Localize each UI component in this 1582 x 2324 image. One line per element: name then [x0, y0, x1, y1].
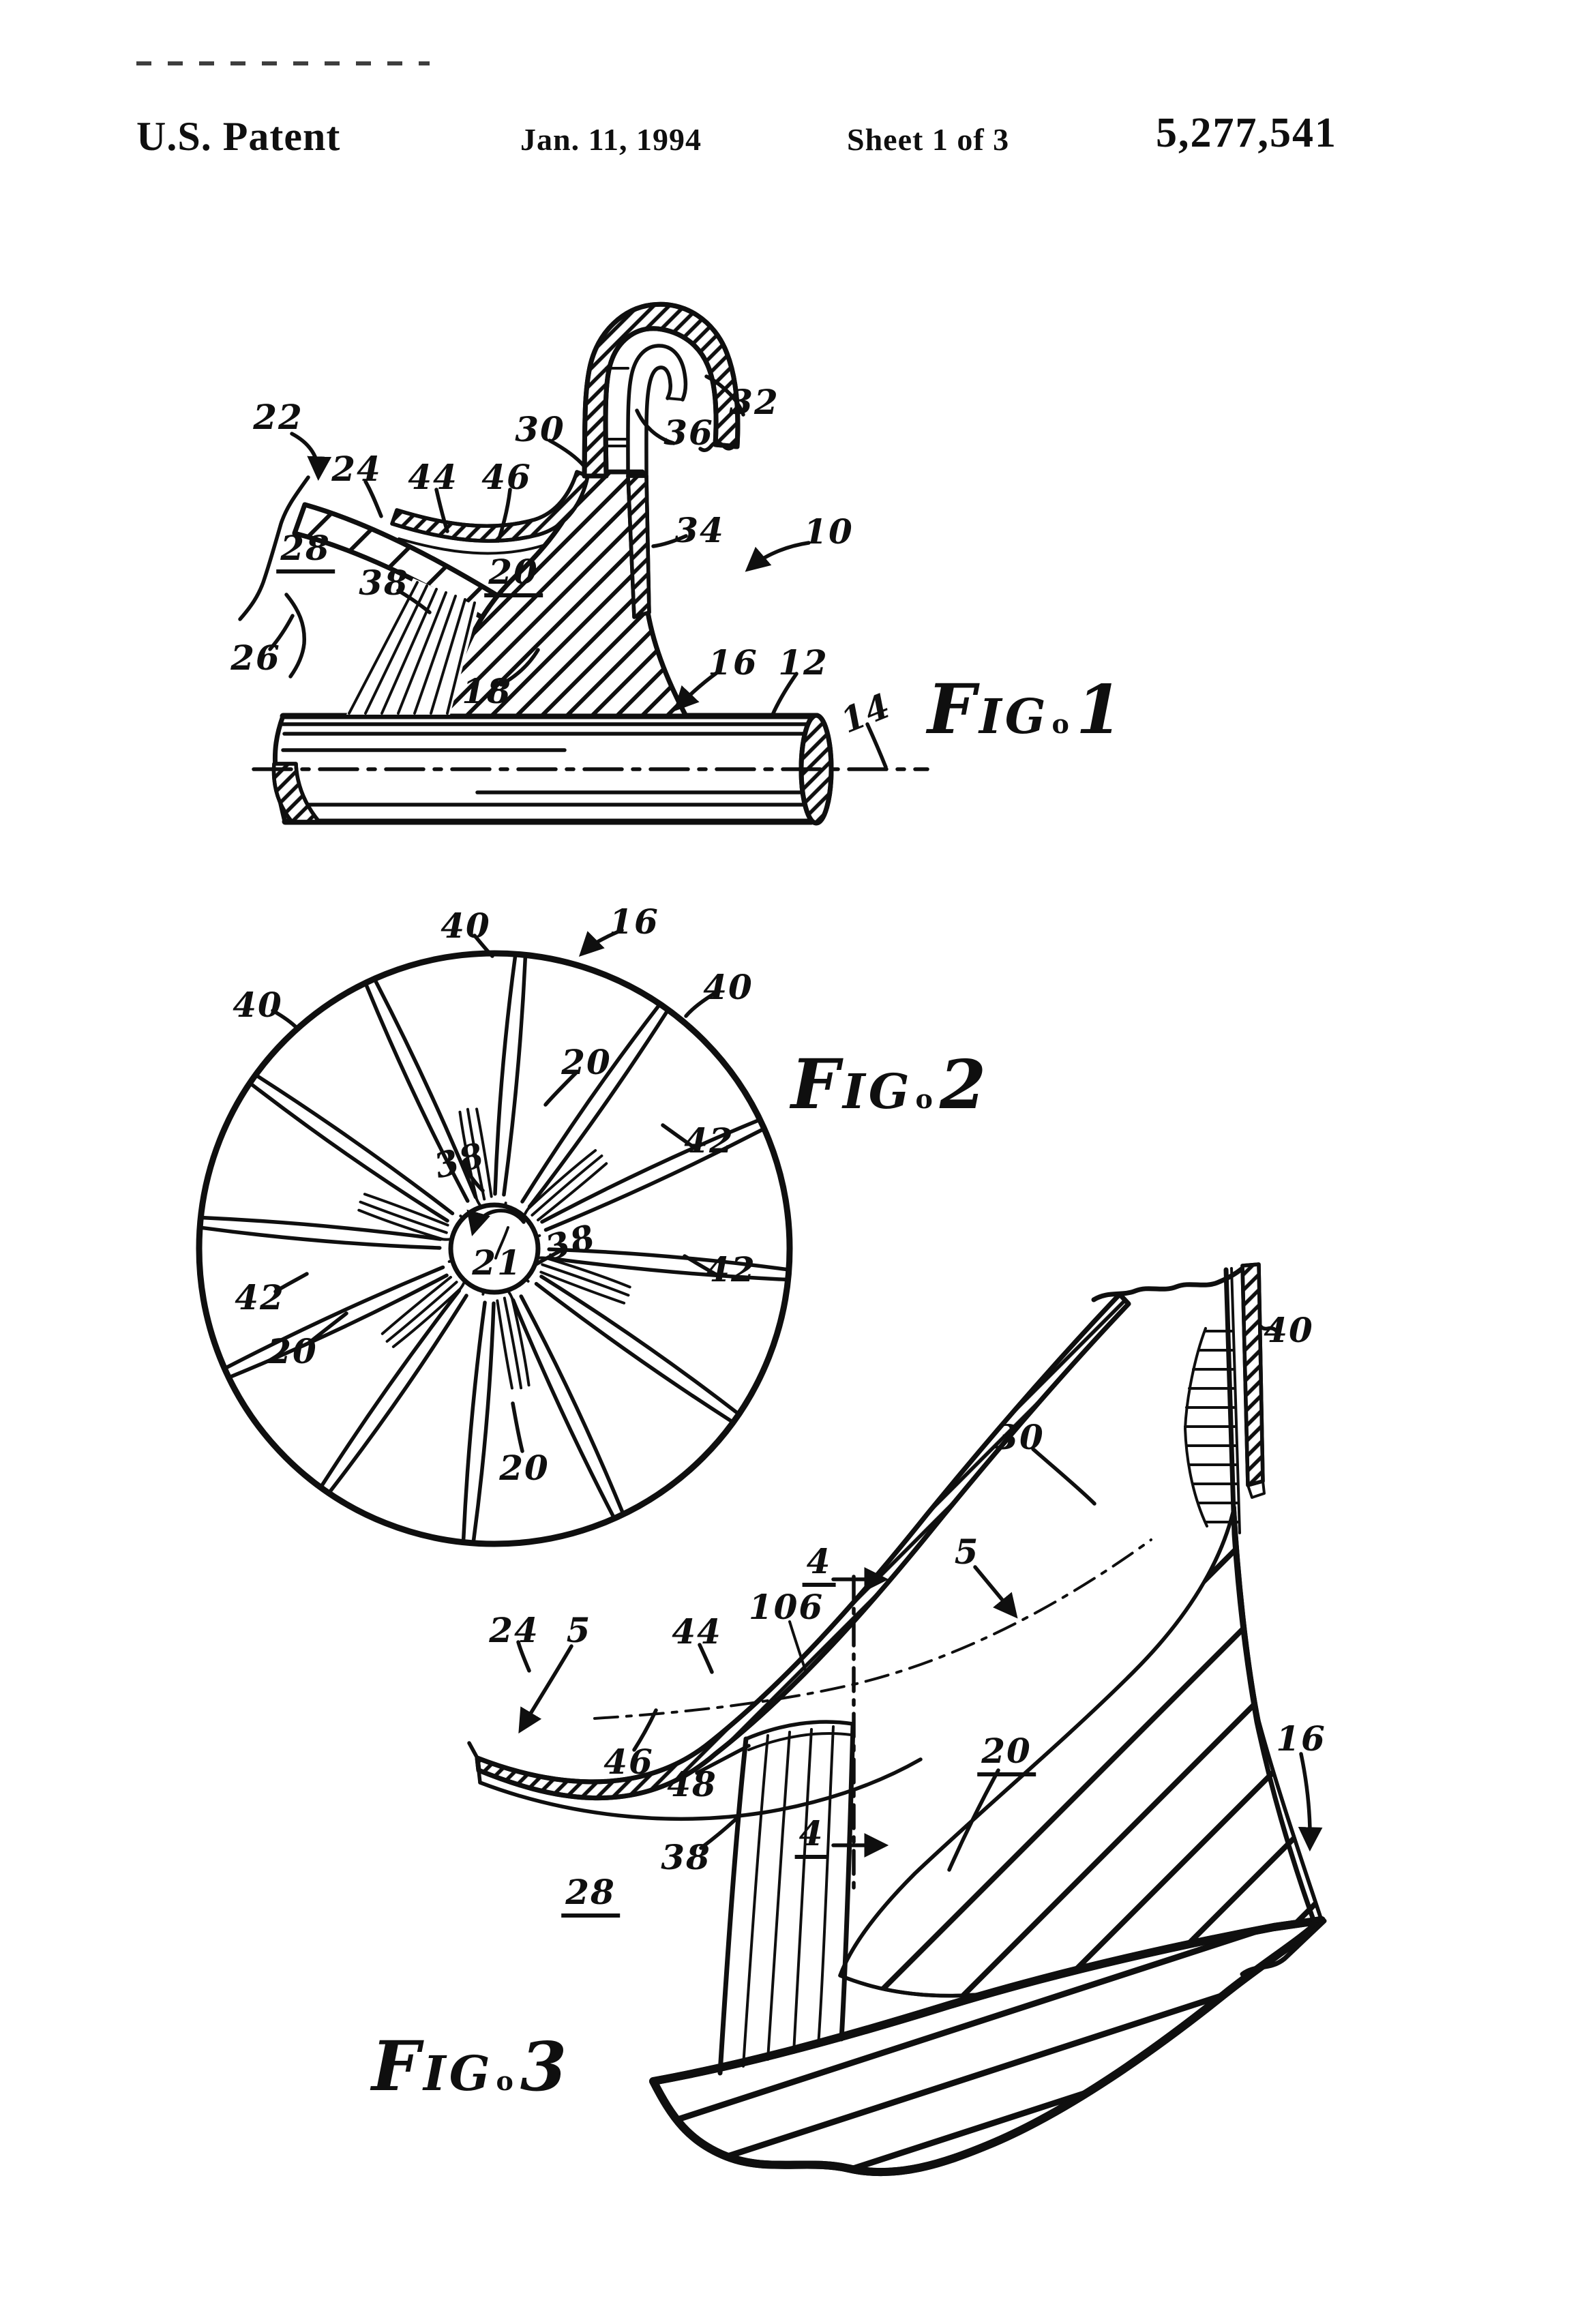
ref-label-20: 20	[977, 1734, 1036, 1776]
hook-tear-edge	[698, 440, 739, 452]
ref-label-20: 20	[561, 1042, 612, 1082]
ref-label-32: 32	[729, 382, 779, 422]
ref-label-44: 44	[672, 1611, 722, 1652]
ref-label-4: 4	[802, 1545, 836, 1587]
patent-header-number: 5,277,541	[1156, 110, 1337, 156]
ref-label-18: 18	[462, 671, 512, 711]
ref-label-5: 5	[566, 1610, 592, 1650]
ref-label-38: 38	[430, 1134, 490, 1187]
blade-detail	[717, 1720, 856, 2076]
ref-label-28: 28	[276, 531, 335, 573]
figure-3-caption-number: 3	[520, 2028, 571, 2106]
ref-label-34: 34	[674, 510, 725, 550]
ref-label-38: 38	[661, 1837, 711, 1877]
figure-2-caption-separator: o	[915, 1084, 933, 1114]
shroud-band	[467, 1292, 1131, 1821]
ref-label-40: 40	[233, 985, 283, 1025]
corner-tear	[1240, 1917, 1327, 1977]
rotation-arrow	[466, 1208, 526, 1260]
ref-label-42: 42	[684, 1120, 734, 1161]
ref-label-106: 106	[748, 1587, 824, 1627]
ref-label-40: 40	[703, 967, 753, 1007]
retainer-strip-34	[626, 474, 651, 619]
ref-label-40: 40	[441, 906, 491, 946]
ref-label-12: 12	[778, 642, 829, 683]
ref-label-20: 20	[267, 1331, 318, 1371]
figure-1-caption-prefix: Fig	[927, 669, 1049, 749]
section-arrow-5-left	[518, 1644, 573, 1734]
figure-3-leaders	[516, 1324, 1323, 1872]
patent-header-title: U.S. Patent	[136, 114, 341, 159]
ref-label-24: 24	[331, 449, 382, 489]
scan-artifact-dashes	[136, 61, 430, 65]
ref-label-14: 14	[835, 685, 897, 741]
torn-edge-22	[238, 475, 310, 621]
ref-label-40: 40	[1264, 1310, 1314, 1350]
ref-label-4: 4	[794, 1817, 829, 1859]
ref-label-21: 21	[472, 1242, 522, 1283]
ref-label-22: 22	[253, 397, 303, 437]
heat-shield-hook	[582, 301, 741, 619]
ref-label-42: 42	[706, 1249, 756, 1290]
ref-label-10: 10	[803, 511, 854, 552]
ref-label-42: 42	[235, 1277, 285, 1317]
torn-top-edge	[1091, 1266, 1245, 1302]
torn-edge-26	[284, 593, 306, 679]
ref-label-16: 16	[708, 642, 758, 683]
figure-3-caption-prefix: Fig	[372, 2026, 494, 2106]
ref-label-44: 44	[408, 457, 458, 497]
hub-base-band	[649, 1916, 1326, 2177]
ref-label-36: 36	[663, 413, 714, 453]
ref-label-38: 38	[359, 563, 409, 603]
impeller-rim	[196, 950, 793, 1547]
section-lines	[518, 1538, 1152, 1898]
figure-3-drawing	[467, 1262, 1327, 2177]
ref-label-26: 26	[230, 638, 281, 678]
ref-label-38: 38	[541, 1216, 601, 1268]
figure-2-caption-prefix: Fig	[791, 1044, 913, 1124]
body-right-edge	[1223, 1267, 1316, 1922]
figure-3-caption-separator: o	[496, 2066, 513, 2096]
figure-2-caption-number: 2	[939, 1046, 990, 1124]
ref-label-16: 16	[609, 902, 659, 942]
section-arrow-5-right	[973, 1565, 1018, 1619]
ref-label-48: 48	[667, 1764, 717, 1804]
ref-label-46: 46	[603, 1742, 654, 1782]
ref-label-20: 20	[499, 1448, 550, 1488]
ref-label-30: 30	[994, 1417, 1045, 1457]
retainer-strip-40	[1184, 1262, 1266, 1528]
ref-label-28: 28	[561, 1875, 620, 1918]
figure-2-drawing	[196, 928, 793, 1547]
patent-header-sheet: Sheet 1 of 3	[847, 122, 1010, 157]
figure-1-leaders	[268, 374, 888, 769]
figure-2-leaders	[271, 928, 719, 1453]
figure-1-drawing	[238, 301, 929, 826]
ref-label-20: 20	[484, 555, 543, 597]
ref-label-24: 24	[489, 1610, 539, 1650]
patent-header-date: Jan. 11, 1994	[520, 122, 702, 157]
ref-label-30: 30	[515, 409, 565, 449]
shroud-rungs	[1184, 1327, 1240, 1528]
figure-1-caption-separator: o	[1051, 709, 1069, 739]
figure-1-caption-number: 1	[1075, 671, 1126, 749]
ref-label-16: 16	[1276, 1718, 1326, 1759]
ref-label-5: 5	[954, 1532, 980, 1572]
camber-line-106	[593, 1538, 1152, 1720]
ref-label-46: 46	[481, 457, 532, 497]
